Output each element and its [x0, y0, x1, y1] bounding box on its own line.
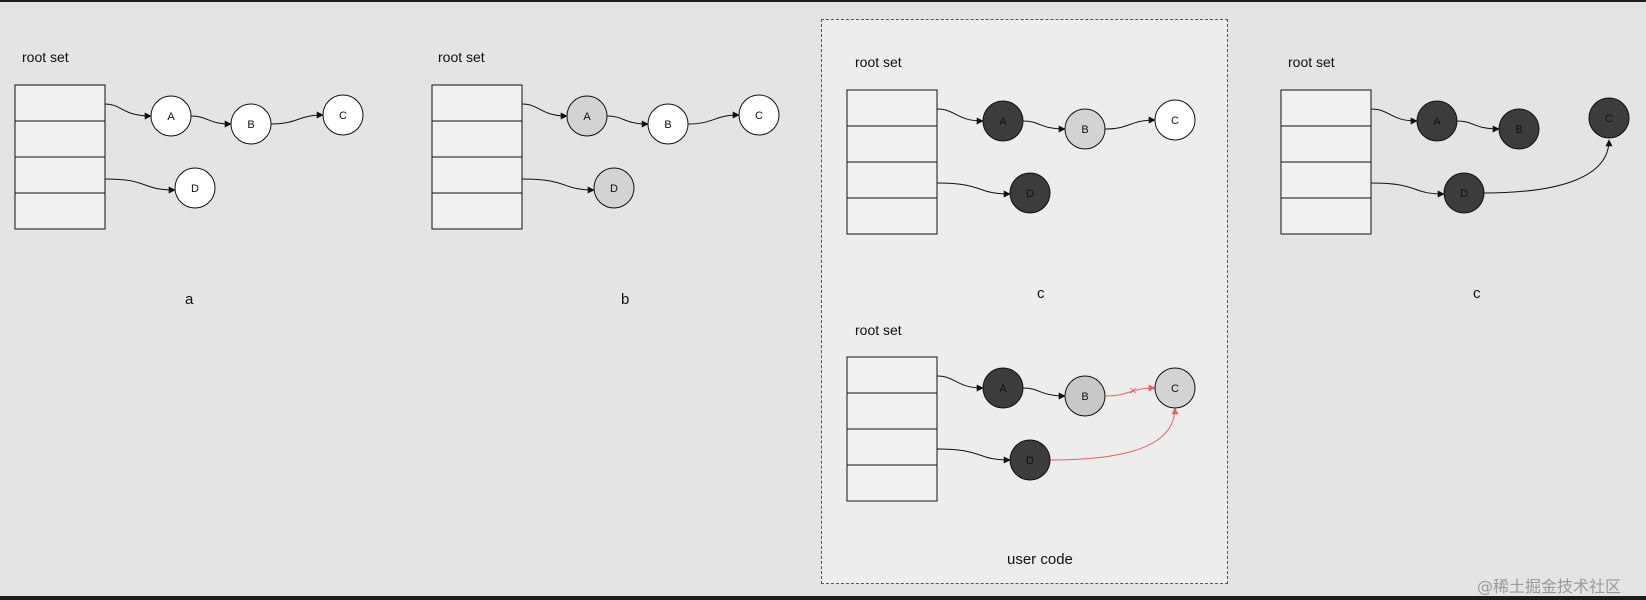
node-d-label: D: [1026, 455, 1034, 467]
node-d-label: D: [191, 183, 199, 195]
node-d: D: [1443, 172, 1485, 214]
node-c-label: C: [339, 110, 347, 122]
node-b: B: [1498, 108, 1540, 150]
edge-root-to-a: [104, 103, 152, 120]
node-c: C: [738, 94, 780, 136]
edge-b-to-c: [1104, 116, 1156, 130]
edge-root-to-a: [1370, 108, 1418, 125]
node-b: B: [1064, 108, 1106, 150]
edge-a-to-b: [1456, 120, 1500, 133]
node-a-label: A: [999, 383, 1007, 395]
edge-a-to-b: [1022, 387, 1066, 400]
edge-root-to-d: [936, 448, 1011, 464]
user-code-label: user code: [1007, 551, 1073, 568]
diagram-c-user-code: × A B C D: [846, 356, 1196, 502]
node-d: D: [1009, 172, 1051, 214]
node-d: D: [593, 167, 635, 209]
node-a-label: A: [999, 116, 1007, 128]
node-d-label: D: [1026, 188, 1034, 200]
node-a-label: A: [1433, 116, 1441, 128]
root-set-label-b: root set: [438, 49, 485, 65]
caption-a: a: [185, 291, 194, 308]
node-b: B: [647, 103, 689, 145]
node-b-label: B: [247, 119, 254, 131]
node-b-label: B: [1515, 124, 1522, 136]
node-c: C: [1588, 97, 1630, 139]
node-d: D: [1009, 439, 1051, 481]
root-set-table-c-bottom: [846, 356, 938, 502]
node-c-label: C: [1171, 383, 1179, 395]
node-c: C: [1154, 367, 1196, 409]
node-a: A: [982, 100, 1024, 142]
node-c: C: [322, 94, 364, 136]
edge-b-to-c-removed: [1104, 384, 1156, 397]
root-set-label-c-bottom: root set: [855, 322, 902, 338]
diagram-a: A B C D: [14, 84, 364, 230]
node-c-label: C: [755, 110, 763, 122]
root-set-label-c-right: root set: [1288, 54, 1335, 70]
node-a: A: [1416, 100, 1458, 142]
edge-root-to-a: [936, 375, 984, 392]
watermark: @稀土掘金技术社区: [1477, 577, 1622, 596]
node-a: A: [566, 95, 608, 137]
edge-root-to-d: [936, 182, 1011, 198]
node-b-label: B: [1081, 124, 1088, 136]
edge-root-to-a: [521, 103, 568, 120]
edge-a-to-b: [190, 115, 232, 128]
edge-root-to-d: [104, 178, 176, 194]
caption-c-right: c: [1473, 285, 1481, 302]
node-a-label: A: [167, 111, 175, 123]
node-a: A: [982, 367, 1024, 409]
root-set-table-c-top: [846, 89, 938, 235]
caption-b: b: [621, 291, 630, 308]
node-b: B: [1064, 375, 1106, 417]
edge-root-to-d: [1370, 182, 1445, 198]
node-c-label: C: [1605, 113, 1613, 125]
root-set-label-a: root set: [22, 49, 69, 65]
caption-c: c: [1037, 285, 1045, 302]
node-c-label: C: [1171, 115, 1179, 127]
root-set-table-b: [431, 84, 523, 230]
root-set-table-a: [14, 84, 106, 230]
node-b-label: B: [1081, 391, 1088, 403]
diagram-c-top: A B C D: [846, 89, 1196, 235]
node-c: C: [1154, 99, 1196, 141]
edge-a-to-b: [1022, 120, 1066, 133]
edge-d-to-c-new: [1049, 407, 1179, 461]
root-set-label-c-top: root set: [855, 54, 902, 70]
node-a: A: [150, 95, 192, 137]
root-set-table-c-right: [1280, 89, 1372, 235]
edge-a-to-b: [606, 115, 649, 128]
diagram-b: A B C D: [431, 84, 780, 230]
edge-d-to-c: [1483, 139, 1613, 194]
diagram-c-right: A B C D: [1280, 89, 1630, 235]
edge-b-to-c: [687, 111, 740, 125]
removed-edge-mark: ×: [1129, 383, 1137, 398]
node-d-label: D: [1460, 188, 1468, 200]
edge-root-to-d: [521, 178, 595, 194]
edge-b-to-c: [270, 111, 324, 125]
node-b-label: B: [664, 119, 671, 131]
node-d: D: [174, 167, 216, 209]
node-b: B: [230, 103, 272, 145]
edge-root-to-a: [936, 108, 984, 125]
node-d-label: D: [610, 183, 618, 195]
node-a-label: A: [583, 111, 591, 123]
